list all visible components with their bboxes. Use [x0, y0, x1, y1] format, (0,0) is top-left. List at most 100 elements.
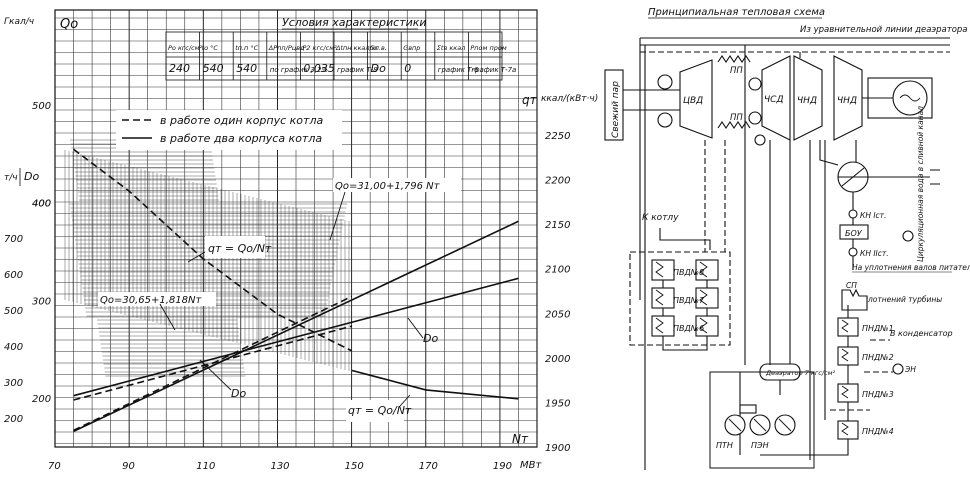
- legend-dashed-label: в работе один корпус котла: [160, 114, 323, 127]
- pump-symbols: [728, 418, 792, 432]
- q-axis-title: Qо: [60, 17, 78, 32]
- eq-upper-leader: [329, 191, 346, 241]
- pnd4-coil: [841, 422, 849, 436]
- stop-valve-6: [748, 111, 762, 125]
- to-boiler-pipe: [659, 228, 711, 250]
- fresh-steam-inlet: Свежий пар: [604, 69, 690, 141]
- table-header-cell: Gвпр: [403, 44, 420, 52]
- d-tick-label: 600: [4, 270, 23, 281]
- seals-pumps-label: На уплотнения валов питательных насосов: [852, 263, 970, 272]
- condensate-chain: [760, 305, 849, 456]
- pp1-label: ПП: [730, 66, 743, 76]
- kn2-label: КН IIст.: [860, 249, 889, 258]
- hp-heater-links: [662, 280, 708, 351]
- q-formula-top-leader: [187, 251, 206, 263]
- pnd1-coil: [841, 319, 849, 333]
- eq-lower: Qо=30,65+1,818Nт: [100, 295, 202, 306]
- en-pump: [892, 363, 904, 375]
- x-axis-title: Nт: [512, 432, 529, 446]
- table-header-cell: tо °С: [202, 44, 219, 52]
- condenser-symbol: [838, 167, 868, 187]
- x-tick-label: 150: [345, 461, 364, 472]
- to-boiler-label: К котлу: [642, 213, 679, 223]
- pvd7-label: ПВД№7: [673, 296, 705, 305]
- chart-annotations: Qо=31,00+1,796 Nт Qо=30,65+1,818Nт qт = …: [98, 178, 461, 422]
- en-label: ЭН: [904, 365, 916, 374]
- pvd6-coil-a: [655, 317, 664, 334]
- circ-water-pipes: [868, 169, 940, 185]
- table-value-cell: 240: [169, 62, 190, 75]
- lp-cylinder-1: [793, 55, 823, 141]
- table-value-cell: 540: [203, 62, 224, 75]
- series-line: [73, 277, 519, 397]
- x-tick-label: 170: [419, 461, 438, 472]
- pvd6-coil-b: [699, 317, 708, 334]
- pnd2-coil: [841, 348, 849, 362]
- thermal-scheme: Принципиальная тепловая схема Из уравнит…: [604, 7, 970, 470]
- pnd1-heater: [837, 317, 859, 337]
- x-tick-label: 70: [48, 461, 61, 472]
- table-header-cell: tп.п °С: [235, 44, 258, 52]
- lp-heaters: ПНД№1 В конденсатор ПНД№2 ЭН ПНД№3 ПНД№4: [760, 305, 953, 456]
- table-header-cell: Pпом пром: [470, 44, 506, 52]
- q-formula-bottom-bg: [346, 400, 404, 422]
- right-axis-title: qт: [522, 93, 538, 107]
- q-unit-label: Гкал/ч: [4, 17, 34, 27]
- table-value-cell: по график 3,2%: [270, 66, 329, 74]
- pen-label: ПЭН: [751, 441, 769, 450]
- hp-heater-bypass: [629, 251, 731, 346]
- eq-lower-bg: [98, 292, 216, 306]
- fresh-steam-label: Свежий пар: [611, 81, 621, 138]
- pnd2-label: ПНД№2: [862, 353, 894, 362]
- d-unit-label: т/ч: [4, 173, 18, 183]
- legend-background: [116, 110, 342, 150]
- pvd8-coil-a: [655, 261, 664, 278]
- table-value-cell: 540: [236, 62, 257, 75]
- x-axis-unit: МВт: [520, 460, 542, 471]
- x-tick-label: 190: [493, 461, 512, 472]
- stop-valve-5: [748, 77, 762, 91]
- kn1-label: КН Iст.: [860, 211, 886, 220]
- dashed-extraction-lines: [704, 52, 801, 252]
- table-header-cell: Pо кгс/см²: [168, 44, 203, 52]
- characteristics-chart: Гкал/ч Qо т/ч Dо Nт МВт qт ккал/(кВт·ч) …: [4, 9, 598, 472]
- d0-solid-leader: [407, 317, 424, 339]
- chnd2-label: ЧНД: [837, 96, 857, 106]
- table-value-cell: график Т-8: [337, 66, 378, 74]
- eq-upper-bg: [333, 178, 461, 192]
- stop-valve-2: [657, 112, 673, 128]
- pnd4-heater: [837, 420, 859, 440]
- drain-lines: [830, 339, 893, 411]
- right-tick-label: 2200: [545, 176, 570, 187]
- feed-pump-frame: [709, 371, 815, 469]
- pnd3-heater: [837, 383, 859, 403]
- pvd7-coil-b: [699, 289, 708, 306]
- table-value-cell: график Т-7а: [471, 66, 516, 74]
- d-tick-label: 700: [4, 234, 23, 245]
- csd-label: ЧСД: [764, 95, 784, 105]
- q-formula-top-bg: [205, 236, 265, 258]
- right-tick-label: 2000: [545, 354, 570, 365]
- q-formula-top: qт = Qо/Nт: [208, 242, 272, 255]
- d0-label-dashed: Dо: [231, 387, 246, 400]
- deaerator-label: Деаэратор 7 кгс/см²: [765, 369, 835, 377]
- from-seals-label: От уплотнений турбины: [846, 295, 942, 304]
- kn1-pump: [848, 209, 858, 219]
- pnd3-coil: [841, 385, 849, 399]
- right-tick-label: 2100: [545, 265, 570, 276]
- circ-pump: [902, 230, 914, 242]
- table-value-cell: Dо: [371, 62, 386, 75]
- d0-label-solid: Dо: [423, 332, 438, 345]
- lp-cylinder-2: [833, 55, 863, 141]
- x-tick-label: 110: [196, 461, 215, 472]
- eq-lower-leader: [159, 303, 176, 331]
- sp-label: СП: [846, 281, 857, 290]
- series-line: [351, 369, 519, 400]
- to-condenser-label: В конденсатор: [890, 329, 953, 338]
- d-axis-title: Dо: [24, 170, 39, 183]
- hp-cylinder: [679, 59, 713, 139]
